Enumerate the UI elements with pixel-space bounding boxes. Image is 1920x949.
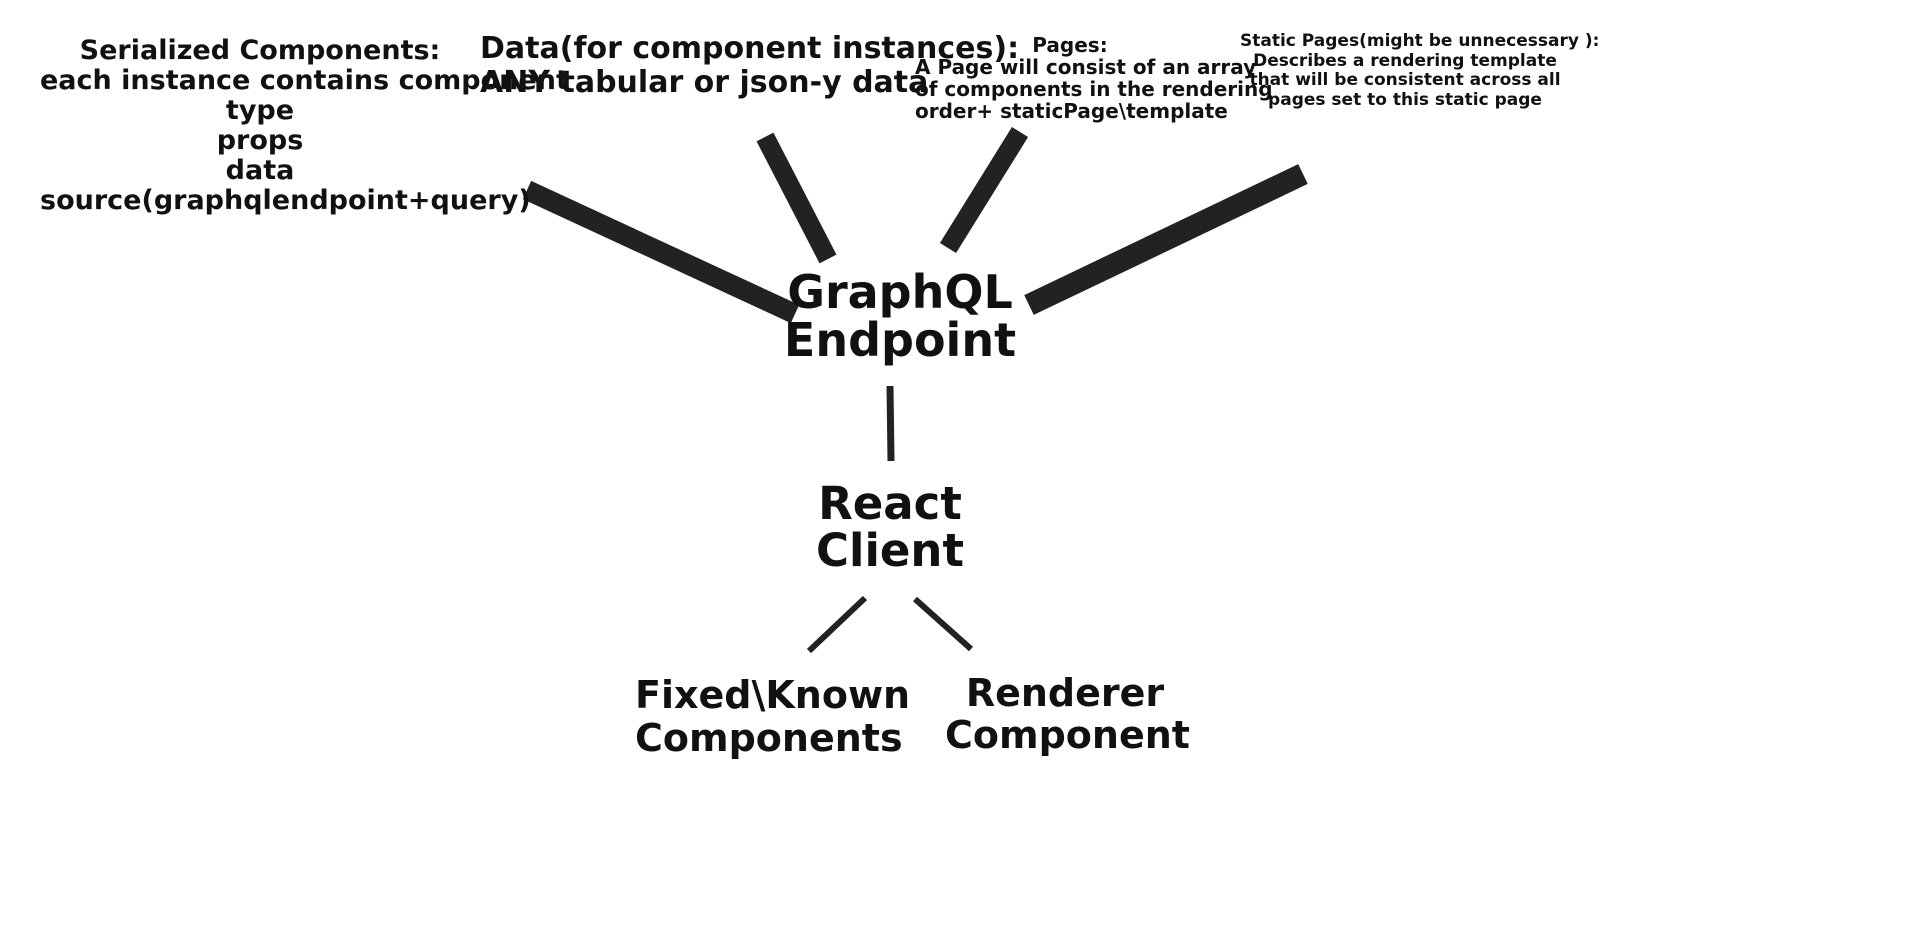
connector-graphql-to-react [886,385,895,462]
fixed-known-components-label: Components [635,716,903,760]
connector-serialized-to-graphql [522,180,800,324]
static-pages-line: Describes a rendering template [1253,50,1557,71]
serialized-components-node: Serialized Components: each instance con… [40,35,569,216]
serialized-components-line: source(graphqlendpoint+query) [40,185,531,216]
static-pages-node: Static Pages(might be unnecessary ): Des… [1240,31,1600,110]
renderer-component-label: Component [945,713,1190,757]
connector-pages-to-graphql [939,126,1029,254]
renderer-component-label: Renderer [965,671,1165,715]
pages-line: A Page will consist of an array [915,55,1257,79]
data-sources-node: Data(for component instances): ANY tabul… [480,31,1020,100]
graphql-endpoint-label: GraphQL [787,265,1013,319]
react-client-label: Client [816,524,964,577]
pages-node: Pages: A Page will consist of an array o… [915,33,1273,123]
connector-react-to-renderer [913,596,973,652]
serialized-components-line: each instance contains component [40,65,569,96]
data-sources-title: Data(for component instances): [480,31,1020,66]
pages-title: Pages: [1032,33,1108,57]
graphql-endpoint-node: GraphQL Endpoint [780,268,1020,364]
graphql-endpoint-label: Endpoint [783,313,1017,367]
renderer-component-node: Renderer Component [945,671,1190,757]
serialized-components-line: data [225,155,295,186]
connector-react-to-fixed [806,595,868,654]
static-pages-title: Static Pages(might be unnecessary ): [1240,31,1600,51]
static-pages-line: that will be consistent across all [1249,70,1561,90]
serialized-components-title: Serialized Components: [79,35,441,66]
serialized-components-line: props [216,125,304,156]
react-client-label: React [818,477,962,530]
fixed-known-components-node: Fixed\Known Components [635,673,911,760]
connector-static-to-graphql [1024,164,1308,315]
static-pages-line: pages set to this static page [1268,89,1542,110]
pages-line: of components in the rendering [915,77,1273,101]
fixed-known-components-label: Fixed\Known [635,673,911,717]
data-sources-line: ANY tabular or json-y data [480,65,929,100]
pages-line: order+ staticPage\template [915,99,1228,123]
react-client-node: React Client [780,480,1000,574]
connector-data-to-graphql [756,132,837,264]
serialized-components-line: type [225,95,295,126]
